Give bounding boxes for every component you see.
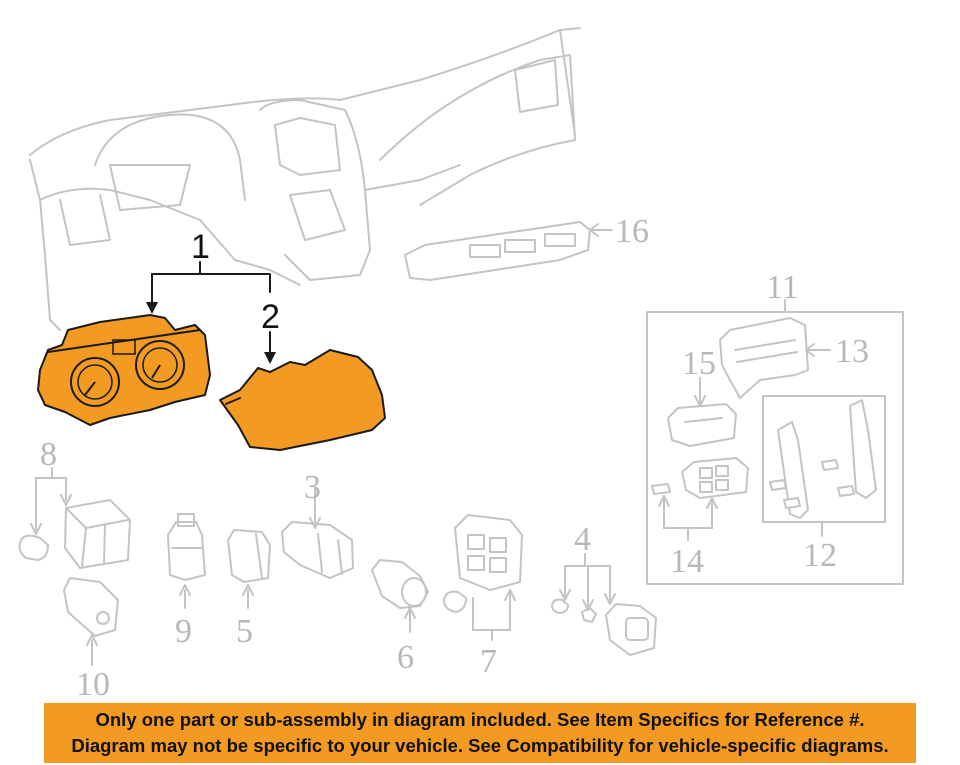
- callout-15: 15: [682, 345, 716, 382]
- parts-diagram: 16 1 2: [18, 27, 904, 700]
- part-15-display: [667, 377, 737, 447]
- part-4-switch: [551, 553, 657, 656]
- leader-1-2: [146, 261, 276, 364]
- callout-9: 9: [175, 613, 192, 650]
- part-1-instrument-cluster: [37, 314, 211, 426]
- callout-12: 12: [803, 537, 837, 574]
- part-7-switch-panel: [443, 514, 523, 641]
- callout-1: 1: [191, 228, 210, 266]
- callout-5: 5: [236, 613, 253, 650]
- callout-16: 16: [615, 213, 649, 250]
- part-2-cluster-lens: [219, 349, 386, 451]
- callout-2: 2: [261, 298, 280, 336]
- part-10-switch: [63, 577, 119, 666]
- part-3-switch: [281, 487, 354, 579]
- part-9-switch: [167, 513, 206, 609]
- part-13-bezel: [719, 317, 831, 399]
- part-16-control-panel: [404, 221, 613, 281]
- part-5-switch: [227, 529, 271, 609]
- group-11-box: [646, 299, 904, 585]
- callout-14: 14: [670, 543, 704, 580]
- callout-6: 6: [397, 639, 414, 676]
- group-12-trim: [762, 395, 886, 537]
- disclaimer-line-1: Only one part or sub-assembly in diagram…: [95, 709, 865, 730]
- part-8-switch-assembly: [18, 467, 131, 569]
- disclaimer-line-2: Diagram may not be specific to your vehi…: [71, 735, 889, 756]
- callout-4: 4: [574, 521, 591, 558]
- dashboard-outline: [29, 27, 581, 331]
- callout-3: 3: [304, 469, 321, 506]
- part-14-switch: [651, 457, 749, 541]
- callout-8: 8: [40, 436, 57, 473]
- callout-11: 11: [766, 269, 799, 306]
- callout-10: 10: [76, 666, 110, 700]
- disclaimer-banner: Only one part or sub-assembly in diagram…: [44, 703, 916, 763]
- part-6-ignition-knob: [371, 559, 429, 633]
- callout-7: 7: [480, 643, 497, 680]
- callout-13: 13: [835, 333, 869, 370]
